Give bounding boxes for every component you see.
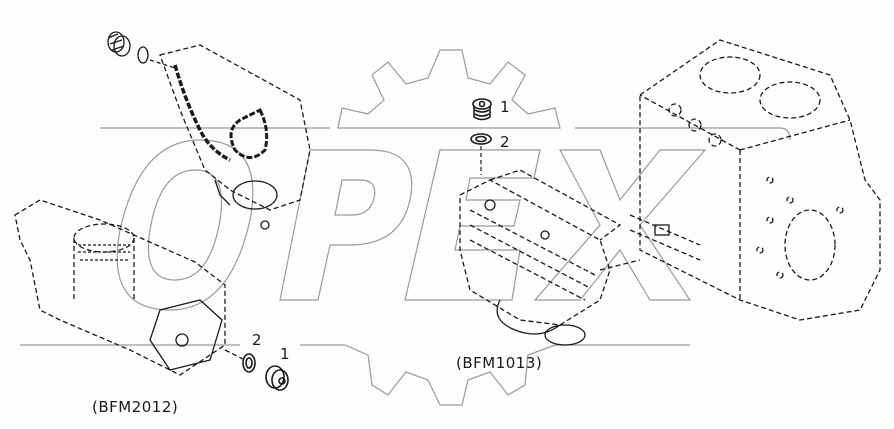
watermark-opex	[116, 139, 707, 311]
model-label-bfm2012: (BFM2012)	[92, 398, 179, 416]
callout-number: 1	[280, 345, 290, 363]
callout-number: 1	[500, 98, 510, 116]
engine-block	[629, 39, 881, 321]
bfm1013-seal-and-plug	[470, 98, 492, 175]
callout-number: 2	[252, 331, 262, 349]
bfm2012-cover-assembly	[107, 31, 311, 230]
bfm1013-oil-cooler	[459, 169, 641, 346]
watermark-gear	[20, 49, 791, 406]
bfm2012-housing	[14, 199, 246, 376]
model-label-bfm1013: (BFM1013)	[456, 354, 543, 372]
bfm2012-seal-and-plug	[242, 353, 289, 391]
callout-number: 2	[500, 133, 510, 151]
